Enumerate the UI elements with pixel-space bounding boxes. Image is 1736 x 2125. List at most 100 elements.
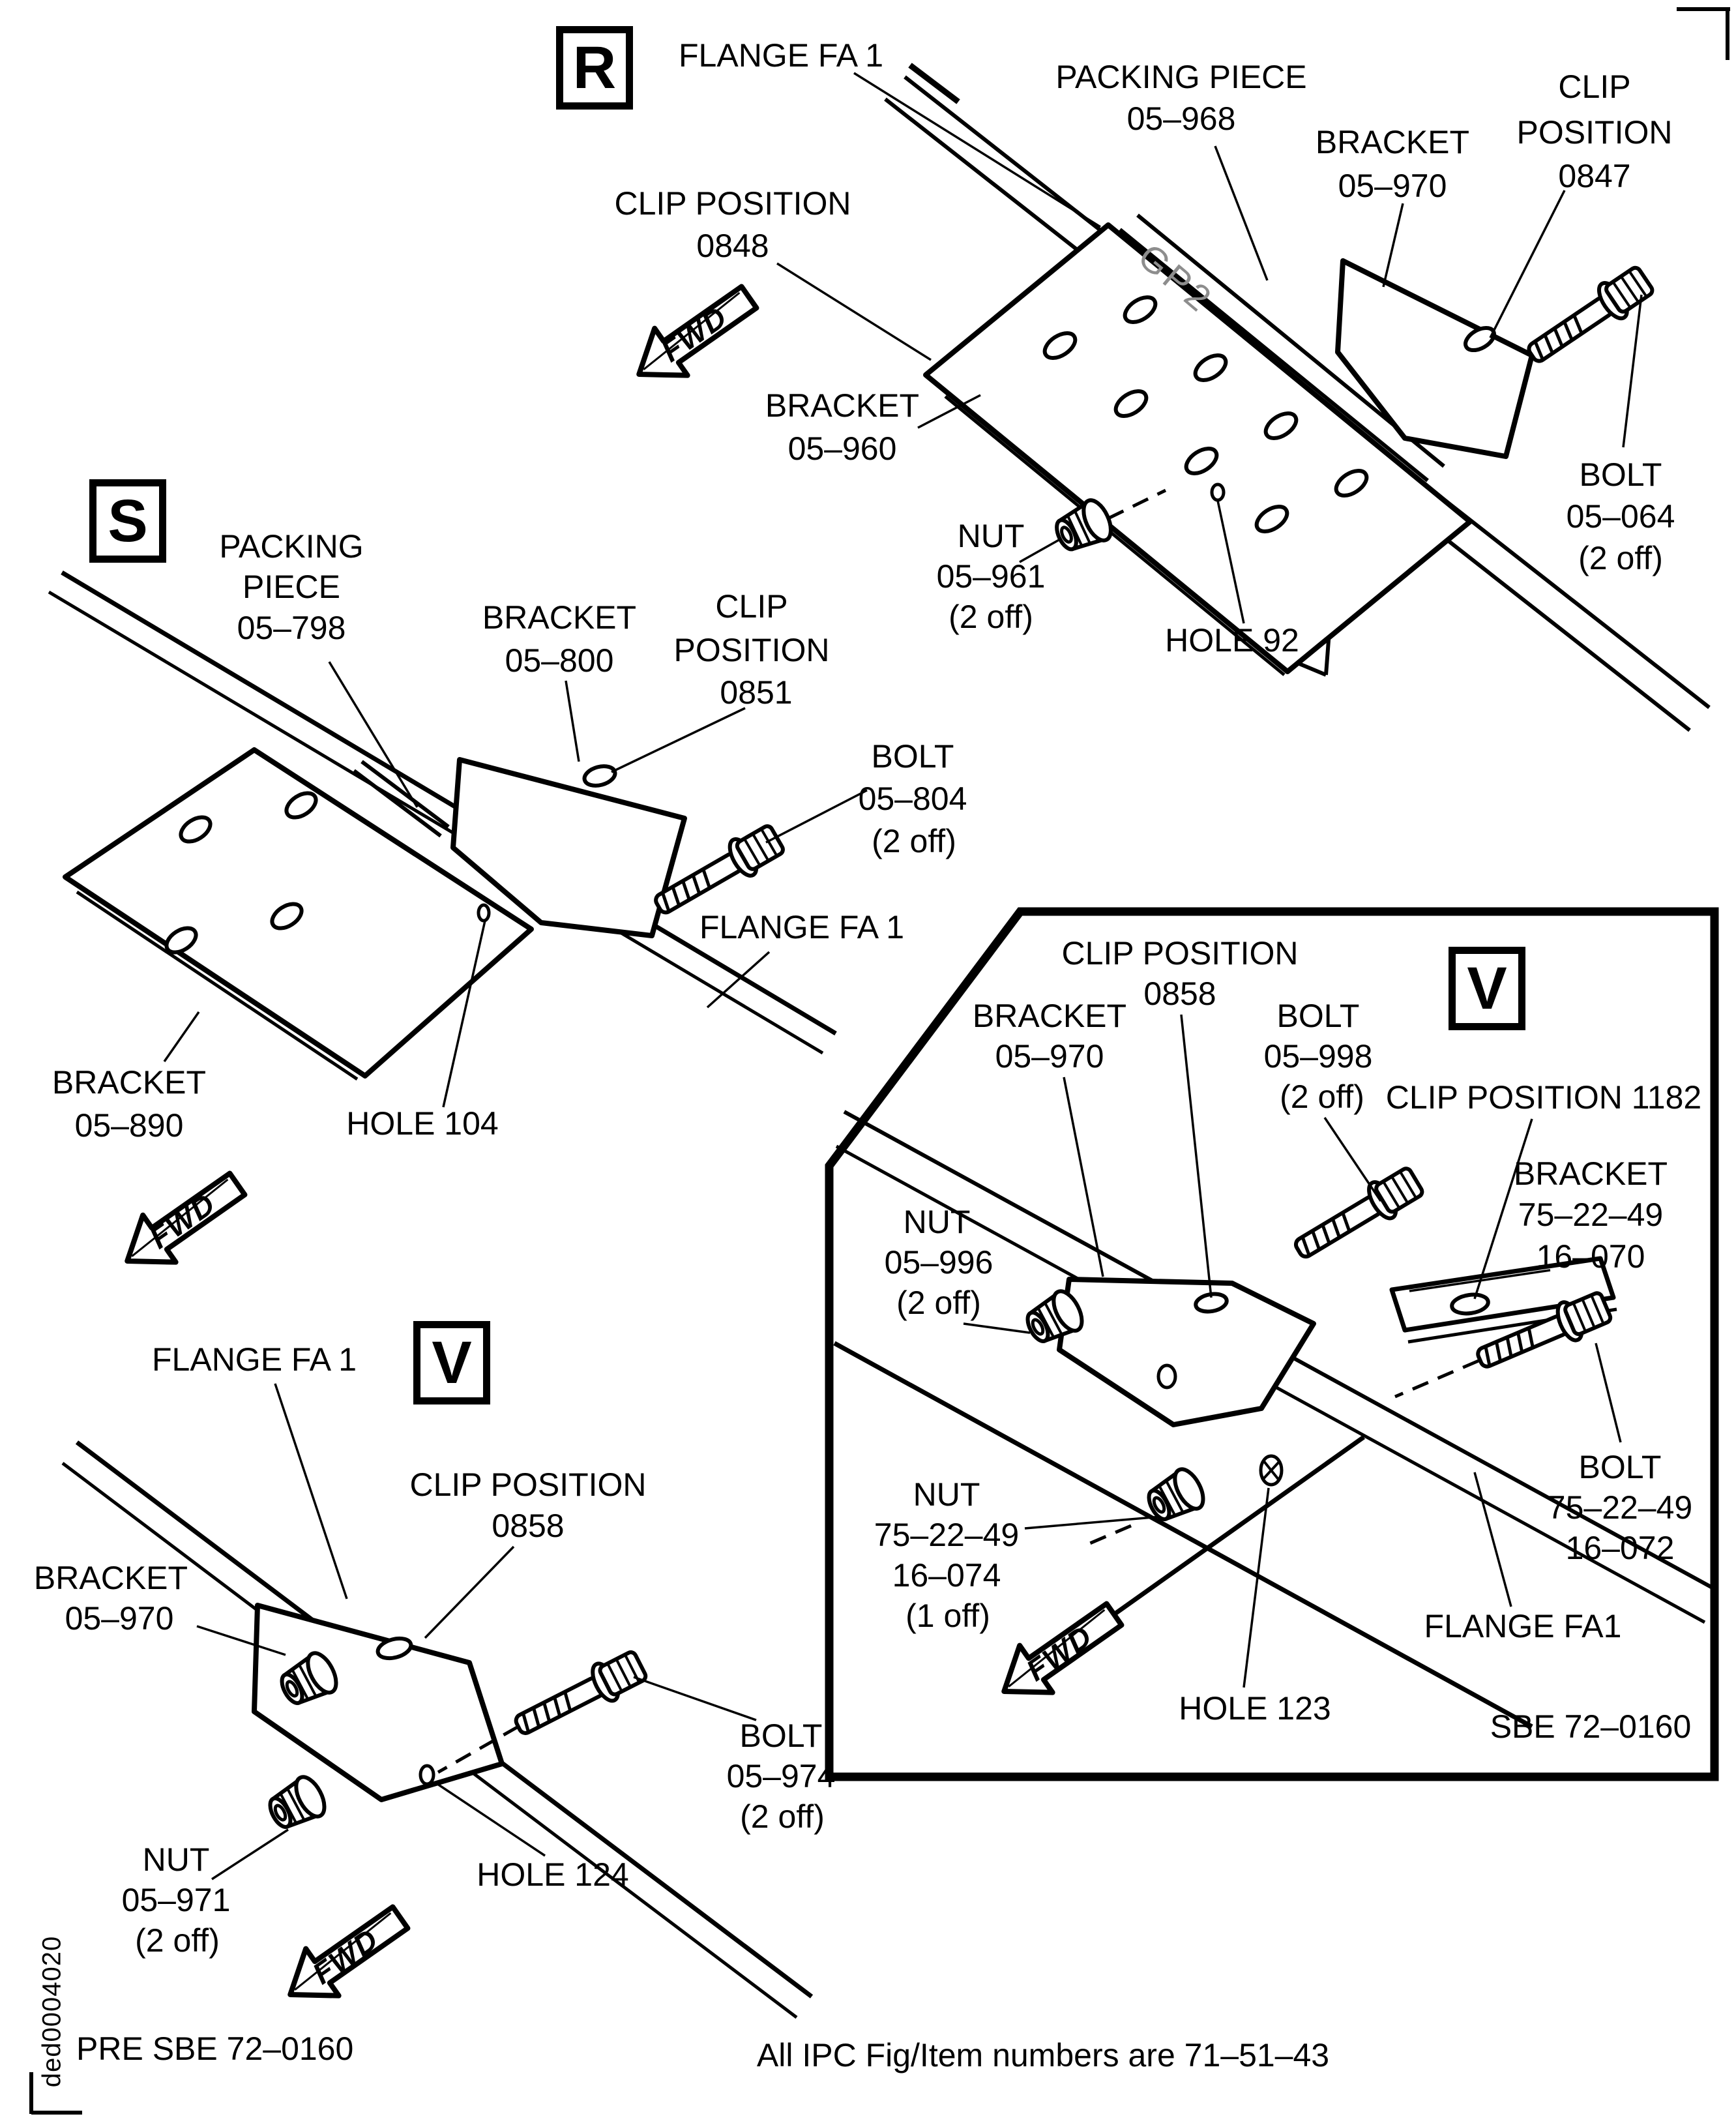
bolt-05-064 (1521, 262, 1657, 372)
bolt-05-974 (509, 1646, 649, 1745)
bolt-05-974-label: BOLT (739, 1717, 823, 1754)
bracket-05-970-label: BRACKET (33, 1560, 188, 1596)
bracket-05-970-label: BRACKET (1315, 124, 1470, 160)
section-v-post-drawing (825, 907, 1719, 1781)
clip-position-1182-label: CLIP POSITION 1182 (1385, 1079, 1702, 1116)
nut-16-074-number: 16–074 (892, 1557, 1001, 1594)
bracket-05-970 (1335, 258, 1535, 459)
bracket-05-800-number: 05–800 (505, 642, 614, 679)
clip-position-0858-label: CLIP POSITION (1061, 935, 1299, 972)
flange-fa1-line (61, 570, 837, 1036)
bracket-16-070-number: 16–070 (1536, 1238, 1645, 1275)
hole-123-label: HOLE 123 (1179, 1690, 1331, 1727)
section-v-pre-drawing (61, 1440, 814, 2018)
clip-position-0847-label: POSITION (1516, 114, 1673, 151)
nut-05-971 (263, 1772, 331, 1835)
bolt-05-998-label: BOLT (1276, 998, 1360, 1034)
clip-position-0848-label: CLIP POSITION (614, 185, 851, 222)
nut-05-961-number: 05–961 (936, 558, 1046, 595)
clip-position-0851-hole (582, 764, 617, 788)
nut-05-996-qty: (2 off) (896, 1285, 981, 1321)
bracket-05-890-label: BRACKET (51, 1064, 207, 1101)
bolt-05-974-number: 05–974 (726, 1758, 836, 1794)
packing-piece-label: PACKING PIECE (1055, 59, 1307, 95)
bolt-05-804-number: 05–804 (858, 780, 967, 817)
detail-box-border (825, 907, 1719, 1781)
nut-05-996-label: NUT (903, 1204, 971, 1240)
bracket-05-970-number: 05–970 (65, 1600, 174, 1637)
sbe-mod-note: SBE 72–0160 (1490, 1708, 1692, 1745)
bracket-16-070-number: 75–22–49 (1518, 1196, 1664, 1233)
rivet-holes (164, 791, 318, 955)
packing-piece-05-968 (1119, 228, 1429, 483)
bolt-05-064-label: BOLT (1579, 456, 1662, 493)
nut-16-074-label: NUT (913, 1476, 980, 1513)
corner-marks (29, 7, 1730, 2115)
packing-piece-number: 05–798 (237, 610, 346, 646)
bolt-16-072-number: 75–22–49 (1547, 1489, 1693, 1526)
nut-05-961-qty: (2 off) (949, 599, 1033, 635)
bolt-05-804-qty: (2 off) (872, 823, 956, 859)
leader-lines (163, 72, 1643, 1880)
section-s-drawing (48, 570, 837, 1285)
bolt-16-072-number: 16–072 (1565, 1530, 1675, 1566)
pre-mod-note: PRE SBE 72–0160 (76, 2030, 354, 2067)
flange-fa1-label: FLANGE FA 1 (699, 909, 905, 945)
bracket-05-970-number: 05–970 (1338, 168, 1447, 204)
clip-position-0858-hole (375, 1636, 413, 1661)
flange-fa1-line (833, 1341, 1533, 1729)
hole-104-label: HOLE 104 (346, 1105, 499, 1142)
hole-124-label: HOLE 124 (477, 1856, 629, 1893)
hole-104 (477, 903, 491, 923)
bolt-05-998-qty: (2 off) (1280, 1078, 1364, 1115)
packing-piece-05-798 (360, 760, 450, 829)
flange-fa1-label: FLANGE FA 1 (678, 37, 884, 74)
packing-piece-number: 05–968 (1126, 100, 1236, 137)
clip-position-0858-label: CLIP POSITION (409, 1466, 647, 1503)
bracket-16-070-label: BRACKET (1513, 1155, 1668, 1192)
bolt-05-974-qty: (2 off) (740, 1798, 825, 1835)
view-tag-v-detail: V (1449, 947, 1525, 1030)
nut-16-074-number: 75–22–49 (874, 1517, 1020, 1553)
clip-position-0858-number: 0858 (492, 1508, 565, 1544)
bracket-05-800 (450, 757, 687, 938)
clip-position-0851-label: CLIP (715, 588, 788, 625)
hole-92 (1210, 483, 1226, 502)
bolt-16-072-label: BOLT (1578, 1449, 1662, 1485)
flange-fa1-label: FLANGE FA1 (1424, 1608, 1622, 1644)
footer-note: All IPC Fig/Item numbers are 71–51–43 (756, 2037, 1330, 2073)
clip-position-0847-label: CLIP (1558, 68, 1631, 105)
bolt-05-998 (1288, 1163, 1426, 1268)
bracket-05-970 (1057, 1277, 1316, 1427)
nut-16-074-qty: (1 off) (905, 1597, 990, 1634)
section-r-drawing: GP2 (623, 63, 1711, 732)
packing-piece-05-798 (353, 769, 442, 838)
nut-05-971-number: 05–971 (121, 1882, 231, 1918)
nut-05-961-label: NUT (957, 518, 1025, 554)
bracket-05-800-label: BRACKET (482, 599, 637, 636)
bolt-05-804-label: BOLT (871, 738, 954, 775)
clip-position-0851-number: 0851 (720, 674, 793, 711)
rivet-holes (1042, 295, 1369, 533)
view-tag-r: R (556, 26, 633, 110)
bolt-05-998-number: 05–998 (1263, 1038, 1373, 1075)
clip-position-0847-number: 0847 (1558, 158, 1631, 194)
packing-piece-label: PIECE (242, 569, 341, 605)
bolt-05-064-number: 05–064 (1566, 498, 1675, 535)
bracket-05-970-label: BRACKET (972, 998, 1127, 1034)
nut-05-971-qty: (2 off) (135, 1922, 220, 1959)
view-tag-s: S (89, 479, 166, 563)
bracket-05-960-number: 05–960 (787, 430, 897, 467)
flange-fa1-line (48, 590, 824, 1055)
bracket-05-970-number: 05–970 (995, 1038, 1104, 1075)
bracket-05-890-number: 05–890 (74, 1107, 184, 1144)
clip-position-0858-number: 0858 (1143, 975, 1216, 1012)
clip-position-0848-number: 0848 (696, 228, 769, 264)
bracket-05-960-label: BRACKET (765, 387, 920, 424)
view-tag-v: V (413, 1321, 490, 1404)
clip-position-0851-label: POSITION (673, 632, 830, 668)
document-id: ded0004020 (37, 1935, 66, 2088)
flange-fa1-label: FLANGE FA 1 (151, 1341, 357, 1378)
